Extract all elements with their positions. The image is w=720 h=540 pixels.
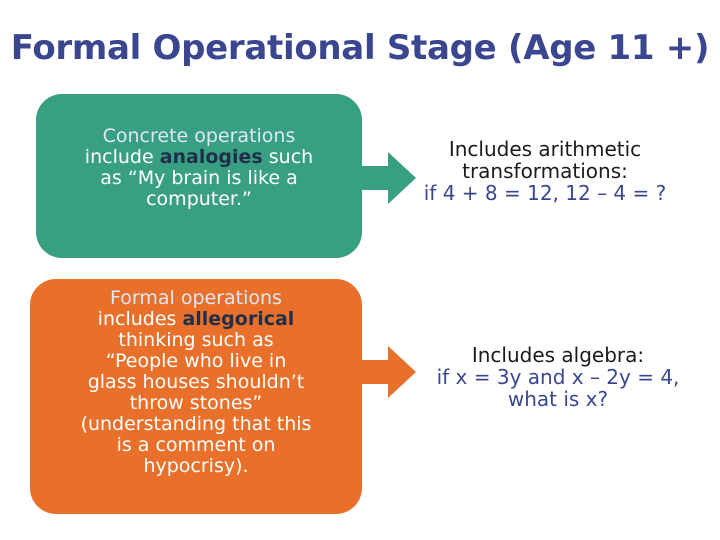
arithmetic-line-2: transformations: <box>462 159 628 183</box>
formal-term-allegorical: allegorical <box>182 308 295 330</box>
concrete-line-3: as “My brain is like a <box>100 167 298 189</box>
concrete-line-4: computer.” <box>146 188 252 210</box>
concrete-operations-box: Concrete operations include analogies su… <box>36 94 362 258</box>
algebra-example: if x = 3y and x – 2y = 4, <box>436 365 680 389</box>
formal-line-9: hypocrisy). <box>143 455 249 477</box>
formal-line-8: is a comment on <box>116 434 276 456</box>
algebra-line-1: Includes algebra: <box>471 343 645 367</box>
formal-operations-box: Formal operations includes allegorical t… <box>30 279 362 514</box>
formal-line-3: thinking such as <box>118 329 274 351</box>
concrete-line-2: include analogies such <box>36 147 362 168</box>
concrete-term-analogies: analogies <box>159 146 263 168</box>
formal-line-5: glass houses shouldn’t <box>87 371 305 393</box>
algebra-description: Includes algebra: if x = 3y and x – 2y =… <box>418 344 698 410</box>
arrow-right-icon <box>358 346 416 398</box>
formal-line-6: throw stones” <box>129 392 263 414</box>
concrete-heading: Concrete operations <box>102 125 296 147</box>
concrete-line-2-prefix: include <box>84 146 160 168</box>
arithmetic-example: if 4 + 8 = 12, 12 – 4 = ? <box>423 181 667 205</box>
arithmetic-line-1: Includes arithmetic <box>448 137 642 161</box>
concrete-line-2-suffix: such <box>262 146 314 168</box>
page-title: Formal Operational Stage (Age 11 +) <box>10 28 710 68</box>
arrow-right-icon <box>358 152 416 204</box>
formal-line-7: (understanding that this <box>80 413 312 435</box>
formal-line-2-prefix: includes <box>97 308 183 330</box>
arithmetic-description: Includes arithmetic transformations: if … <box>410 138 680 204</box>
algebra-question: what is x? <box>507 387 609 411</box>
formal-line-4: “People who live in <box>105 350 287 372</box>
formal-heading: Formal operations <box>110 287 282 309</box>
formal-line-2: includes allegorical <box>30 309 362 330</box>
